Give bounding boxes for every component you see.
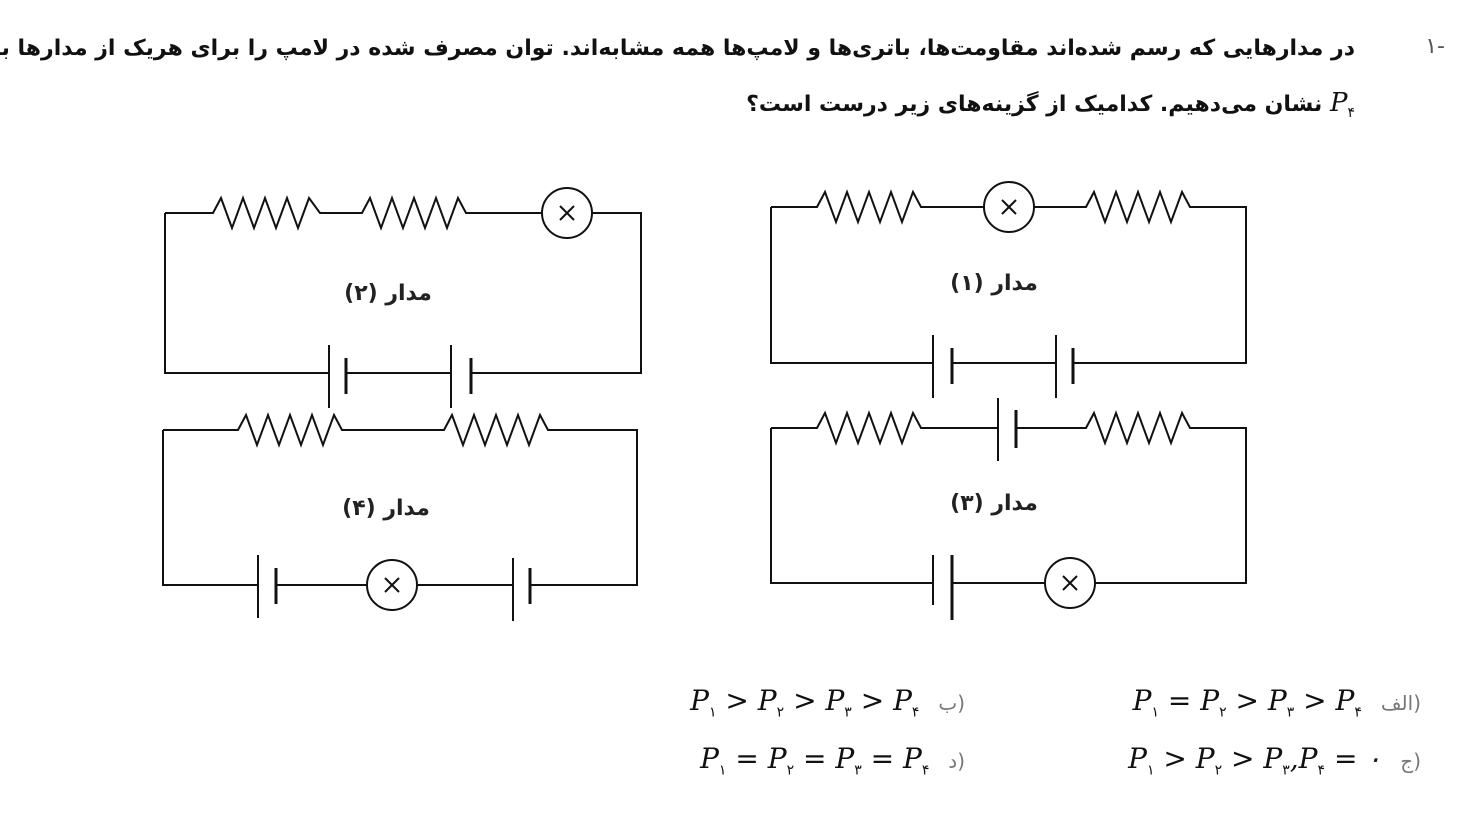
option-b[interactable]: P۱ > P۲ > P۳ > P۴ ب) <box>690 684 965 721</box>
circuit-4 <box>162 412 638 621</box>
circuit-3-resistor-1 <box>771 410 998 446</box>
option-a[interactable]: P۱ = P۲ > P۳ > P۴ الف) <box>1133 684 1421 721</box>
question-line-1: در مدارهایی که رسم شده‌اند مقاومت‌ها، با… <box>0 32 1355 65</box>
circuit-1-resistor-1 <box>771 189 984 225</box>
circuit-4-wire-left <box>162 430 258 586</box>
circuit-1 <box>770 181 1247 398</box>
option-c-expression: P۱ > P۲ > P۳,P۴ = ۰ <box>1128 742 1382 779</box>
circuit-4-resistor-1 <box>163 412 638 586</box>
circuit-2 <box>164 187 642 408</box>
circuit-2-resistor-1 <box>165 195 542 231</box>
circuit-2-label: مدار (۲) <box>344 281 432 306</box>
option-b-letter: ب) <box>938 691 965 715</box>
circuit-2-wire-left <box>164 213 329 374</box>
circuit-2-lamp-cross <box>559 205 575 221</box>
circuit-3-label: مدار (۳) <box>950 491 1038 516</box>
question-text-1: در مدارهایی که رسم شده‌اند مقاومت‌ها، با… <box>0 36 1355 61</box>
option-a-letter: الف) <box>1380 691 1421 715</box>
circuit-1-label: مدار (۱) <box>950 271 1038 296</box>
circuit-1-lamp-cross <box>1001 199 1017 215</box>
option-d-letter: د) <box>948 749 965 773</box>
circuit-3 <box>770 398 1247 620</box>
option-d[interactable]: P۱ = P۲ = P۳ = P۴ د) <box>700 742 965 779</box>
option-c-letter: ج) <box>1400 749 1421 773</box>
variable-p4: P۴ <box>1329 88 1355 122</box>
circuit-2-wire-right <box>471 212 642 374</box>
circuit-3-lamp-cross <box>1062 575 1078 591</box>
option-d-expression: P۱ = P۲ = P۳ = P۴ <box>700 742 930 779</box>
question-text-2: نشان می‌دهیم. کدامیک از گزینه‌های زیر در… <box>746 92 1323 117</box>
circuit-4-label: مدار (۴) <box>342 496 430 521</box>
circuit-3-lamp <box>1044 557 1096 609</box>
circuit-4-lamp-cross <box>384 577 400 593</box>
circuit-1-wire-left <box>770 207 933 364</box>
circuit-3-resistor-2 <box>1016 410 1247 584</box>
option-a-expression: P۱ = P۲ > P۳ > P۴ <box>1132 684 1362 721</box>
question-line-2: P۴ نشان می‌دهیم. کدامیک از گزینه‌های زیر… <box>746 88 1355 121</box>
option-c[interactable]: P۱ > P۲ > P۳,P۴ = ۰ ج) <box>1128 742 1421 779</box>
circuit-3-wire-left <box>770 428 933 584</box>
question-number: -۱ <box>1425 34 1445 59</box>
option-b-expression: P۱ > P۲ > P۳ > P۴ <box>690 684 920 721</box>
circuit-1-resistor-2 <box>1034 189 1247 364</box>
